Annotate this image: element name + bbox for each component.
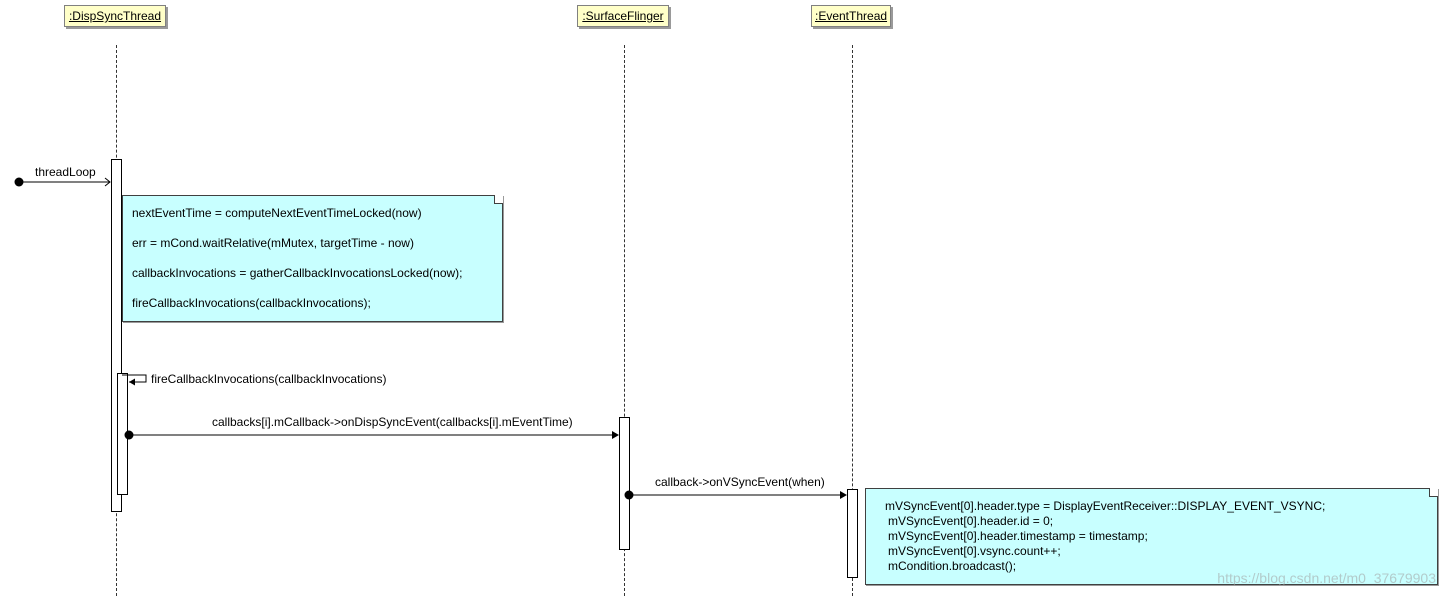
lifeline-head-dispsyncthread: :DispSyncThread: [64, 5, 166, 27]
note-line: callbackInvocations = gatherCallbackInvo…: [132, 266, 463, 280]
watermark-text: https://blog.csdn.net/m0_37679903: [1217, 570, 1436, 586]
note-line: mVSyncEvent[0].header.type = DisplayEven…: [885, 499, 1326, 513]
note-line: nextEventTime = computeNextEventTimeLock…: [132, 206, 422, 220]
lifeline-eventthread: [852, 45, 853, 596]
note-vsync-event-body: mVSyncEvent[0].header.type = DisplayEven…: [865, 488, 1438, 585]
lifeline-head-surfaceflinger: :SurfaceFlinger: [577, 5, 669, 27]
message-self-fire-callback-label: fireCallbackInvocations(callbackInvocati…: [151, 372, 387, 386]
lifeline-surfaceflinger: [624, 45, 625, 596]
note-threadloop-body: nextEventTime = computeNextEventTimeLock…: [122, 195, 503, 322]
message-threadloop-label: threadLoop: [35, 165, 96, 179]
lifeline-head-eventthread: :EventThread: [811, 5, 891, 27]
note-fold-corner: [494, 195, 503, 204]
activation-eventthread: [847, 489, 858, 578]
message-ondispsyncevent-label: callbacks[i].mCallback->onDispSyncEvent(…: [212, 415, 573, 429]
note-line: fireCallbackInvocations(callbackInvocati…: [132, 296, 371, 310]
note-line: mVSyncEvent[0].vsync.count++;: [888, 544, 1061, 558]
message-threadloop-arrow: [14, 177, 111, 187]
note-line: err = mCond.waitRelative(mMutex, targetT…: [132, 236, 414, 250]
message-self-fire-callback-arrow: [122, 374, 147, 386]
note-line: mCondition.broadcast();: [888, 559, 1017, 573]
note-line: mVSyncEvent[0].header.id = 0;: [888, 514, 1054, 528]
activation-surfaceflinger: [619, 417, 630, 550]
message-ondispsyncevent-arrow: [124, 430, 619, 440]
message-onvsyncevent-label: callback->onVSyncEvent(when): [655, 475, 825, 489]
message-onvsyncevent-arrow: [624, 490, 847, 500]
note-line: mVSyncEvent[0].header.timestamp = timest…: [888, 529, 1148, 543]
activation-dispsyncthread-main: [111, 159, 122, 512]
note-fold-corner: [1429, 488, 1438, 497]
